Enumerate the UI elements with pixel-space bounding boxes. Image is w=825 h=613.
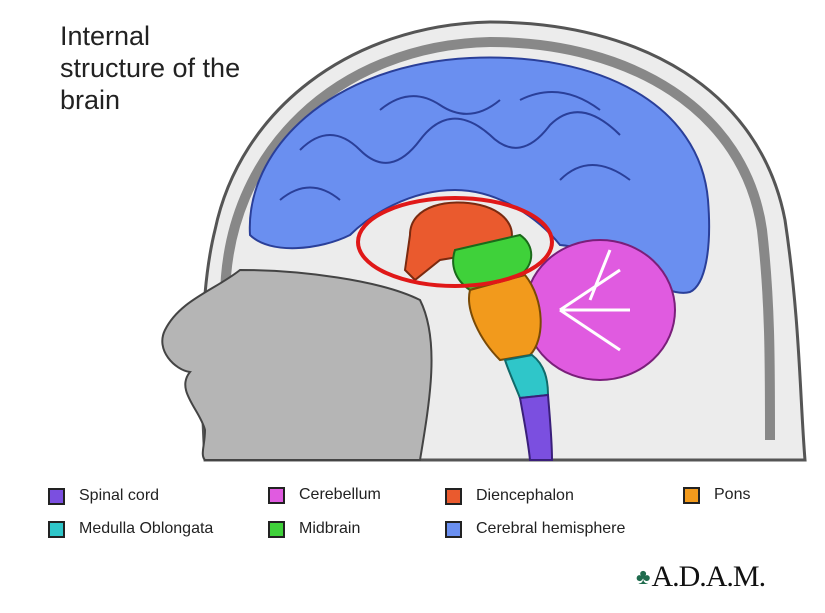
skull [220, 36, 775, 441]
legend-item-diencephalon: Diencephalon [445, 487, 574, 505]
legend-item-cerebellum: Cerebellum [268, 486, 381, 504]
legend-label: Diencephalon [476, 487, 574, 504]
legend-swatch [445, 487, 462, 505]
legend-swatch [445, 520, 462, 538]
legend-item-midbrain: Midbrain [268, 520, 360, 538]
legend-label: Pons [714, 486, 751, 503]
legend-label: Midbrain [299, 520, 361, 537]
legend-label: Cerebellum [299, 486, 381, 503]
legend-label: Medulla Oblongata [79, 520, 214, 537]
cerebellum-branches [559, 249, 630, 352]
logo-text: A.D.A.M. [651, 560, 766, 593]
legend-swatch [268, 486, 285, 504]
legend-item-medulla: Medulla Oblongata [48, 520, 213, 538]
diagram-title: Internal structure of the brain [60, 21, 241, 115]
legend-swatch [268, 520, 285, 538]
legend-label: Cerebral hemisphere [476, 520, 626, 537]
gyri [279, 91, 631, 201]
legend-item-pons: Pons [683, 486, 750, 504]
legend-swatch [683, 486, 700, 504]
legend-swatch [48, 520, 65, 538]
highlight-circle [356, 196, 554, 288]
adam-logo: ♣A.D.A.M. [636, 560, 766, 594]
leaf-icon: ♣ [636, 564, 650, 589]
legend-item-cerebral-hemisphere: Cerebral hemisphere [445, 520, 625, 538]
legend-item-spinal-cord: Spinal cord [48, 487, 159, 505]
face [161, 268, 433, 461]
legend-swatch [48, 487, 65, 505]
legend-label: Spinal cord [79, 487, 160, 504]
spinal-cord [518, 393, 554, 461]
